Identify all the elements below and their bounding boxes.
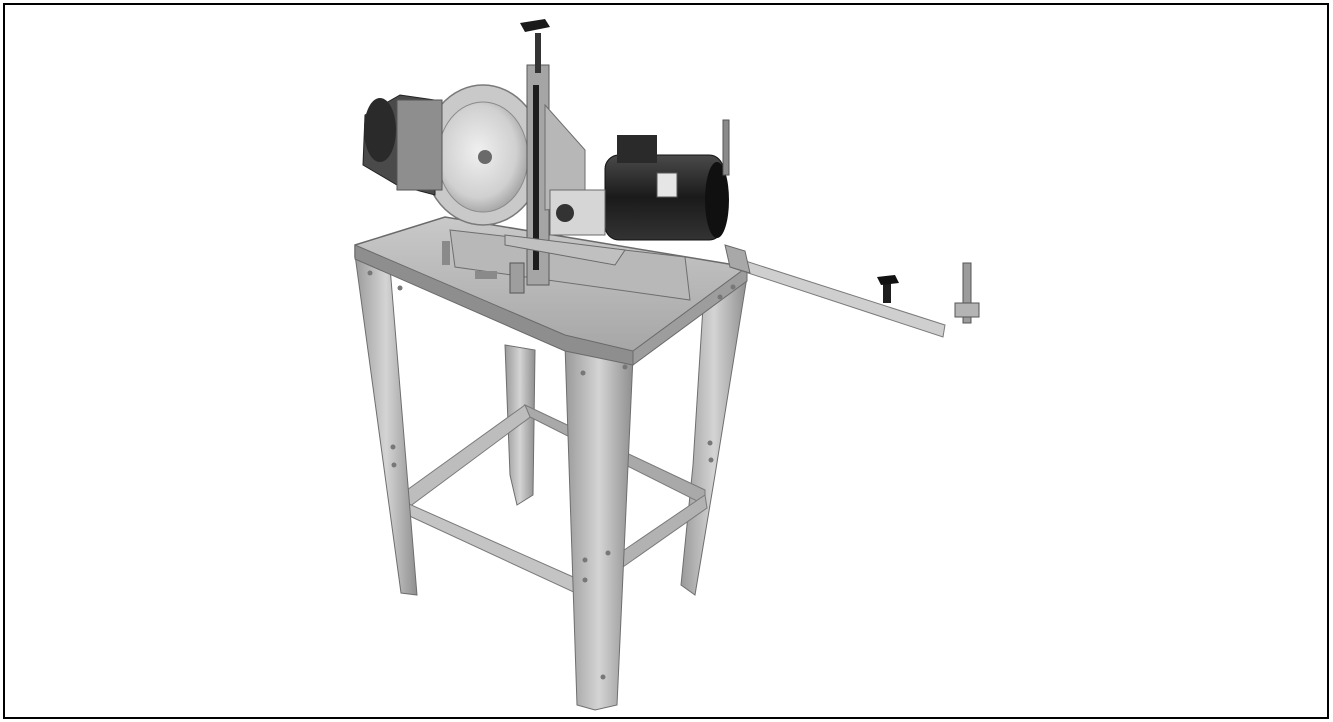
grinding-wheel (422, 84, 544, 226)
feed-motor (604, 135, 729, 241)
main-motor (362, 94, 443, 196)
stand-front-legs (354, 254, 634, 711)
clamp-assembly (504, 189, 626, 266)
stand-lower-braces (399, 403, 708, 596)
figure-frame (3, 3, 1329, 719)
grinder-illustration (5, 5, 1327, 717)
motor-rods (722, 119, 730, 176)
bolt-heads (367, 270, 736, 680)
grinder-drawing (354, 19, 980, 711)
extension-arm (724, 244, 980, 338)
adjustment-column (520, 19, 550, 286)
